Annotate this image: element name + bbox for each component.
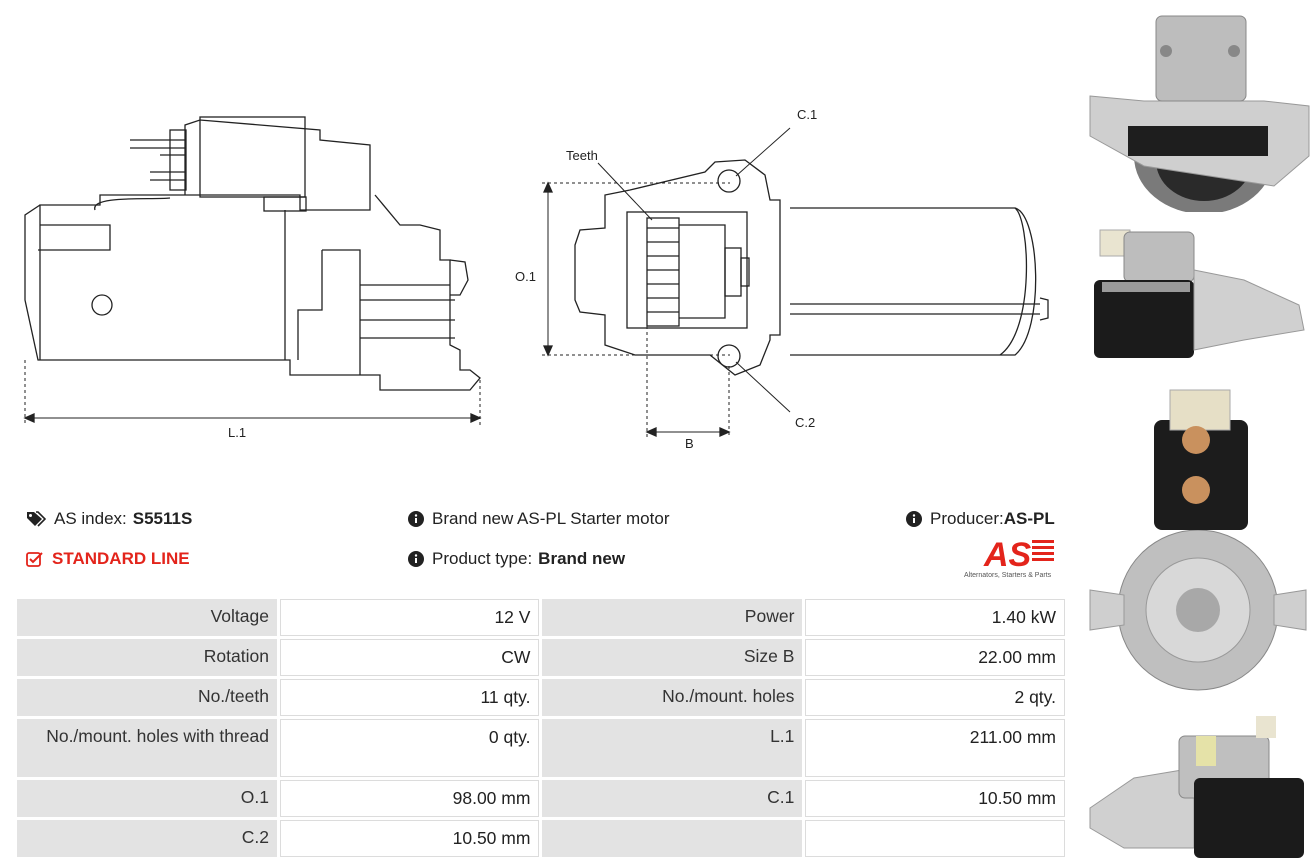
spec-label: Rotation [17,639,277,676]
line-row: STANDARD LINE [26,549,190,569]
spec-label: Size B [542,639,803,676]
producer-label: Producer: [930,509,1004,528]
as-index-row: AS index: S5511S [26,509,192,529]
technical-drawing: L.1 O.1 B C.1 C.2 Teeth [0,0,1080,480]
spec-label: No./teeth [17,679,277,716]
product-type-row: Product type: Brand new [408,549,625,569]
as-pl-logo: AS [958,536,1070,584]
product-type-label: Product type: [432,549,533,568]
spec-label: O.1 [17,780,277,817]
label-b: B [685,436,694,451]
photo-front-view[interactable] [1084,370,1312,700]
photo-top-view[interactable] [1084,6,1312,214]
as-index-label: AS index: [54,509,127,528]
logo-brand: AS [983,536,1032,572]
product-photos [1084,0,1312,860]
spec-value: 10.50 mm [805,780,1065,817]
spec-label: Power [542,599,803,636]
tags-icon [26,511,46,527]
label-l1: L.1 [228,425,246,440]
checked-box-icon [26,551,44,567]
as-index-value: S5511S [132,509,193,528]
info-icon [408,551,424,567]
table-row: Voltage 12 V Power 1.40 kW [17,599,1065,636]
description-text: Brand new AS-PL Starter motor [432,509,670,528]
spec-label: Voltage [17,599,277,636]
spec-label: C.2 [17,820,277,857]
starter-motor-diagram: L.1 O.1 B C.1 C.2 Teeth [23,107,1049,451]
spec-value: 2 qty. [805,679,1065,716]
spec-label: No./mount. holes with thread [17,719,277,777]
spec-value: 211.00 mm [805,719,1065,777]
producer-row: Producer: AS-PL [906,509,1055,529]
spec-value: 12 V [279,599,540,636]
table-row: No./mount. holes with thread 0 qty. L.1 … [17,719,1065,777]
label-c2: C.2 [795,415,815,430]
info-icon [906,511,922,527]
info-icon [408,511,424,527]
label-c1: C.1 [797,107,817,122]
spec-label: No./mount. holes [542,679,803,716]
spec-value: 10.50 mm [279,820,540,857]
spec-value: 98.00 mm [279,780,540,817]
spec-value: 1.40 kW [805,599,1065,636]
table-row: O.1 98.00 mm C.1 10.50 mm [17,780,1065,817]
spec-label: C.1 [542,780,803,817]
producer-value: AS-PL [1003,509,1055,528]
spec-value: 11 qty. [279,679,540,716]
specifications-table: Voltage 12 V Power 1.40 kW Rotation CW S… [14,596,1068,860]
table-row: Rotation CW Size B 22.00 mm [17,639,1065,676]
table-row: C.2 10.50 mm [17,820,1065,857]
spec-label-empty [542,820,803,857]
spec-value: CW [279,639,540,676]
label-teeth: Teeth [566,148,598,163]
spec-value: 22.00 mm [805,639,1065,676]
description-row: Brand new AS-PL Starter motor [408,509,669,529]
table-row: No./teeth 11 qty. No./mount. holes 2 qty… [17,679,1065,716]
standard-line-label: STANDARD LINE [52,549,190,568]
spec-label: L.1 [542,719,803,777]
photo-side-view[interactable] [1084,210,1312,360]
product-type-value: Brand new [538,549,626,568]
spec-value-empty [805,820,1065,857]
spec-value: 0 qty. [279,719,540,777]
photo-angle-view[interactable] [1084,708,1312,858]
logo-tagline: Alternators, Starters & Parts [964,572,1052,579]
label-o1: O.1 [515,269,536,284]
